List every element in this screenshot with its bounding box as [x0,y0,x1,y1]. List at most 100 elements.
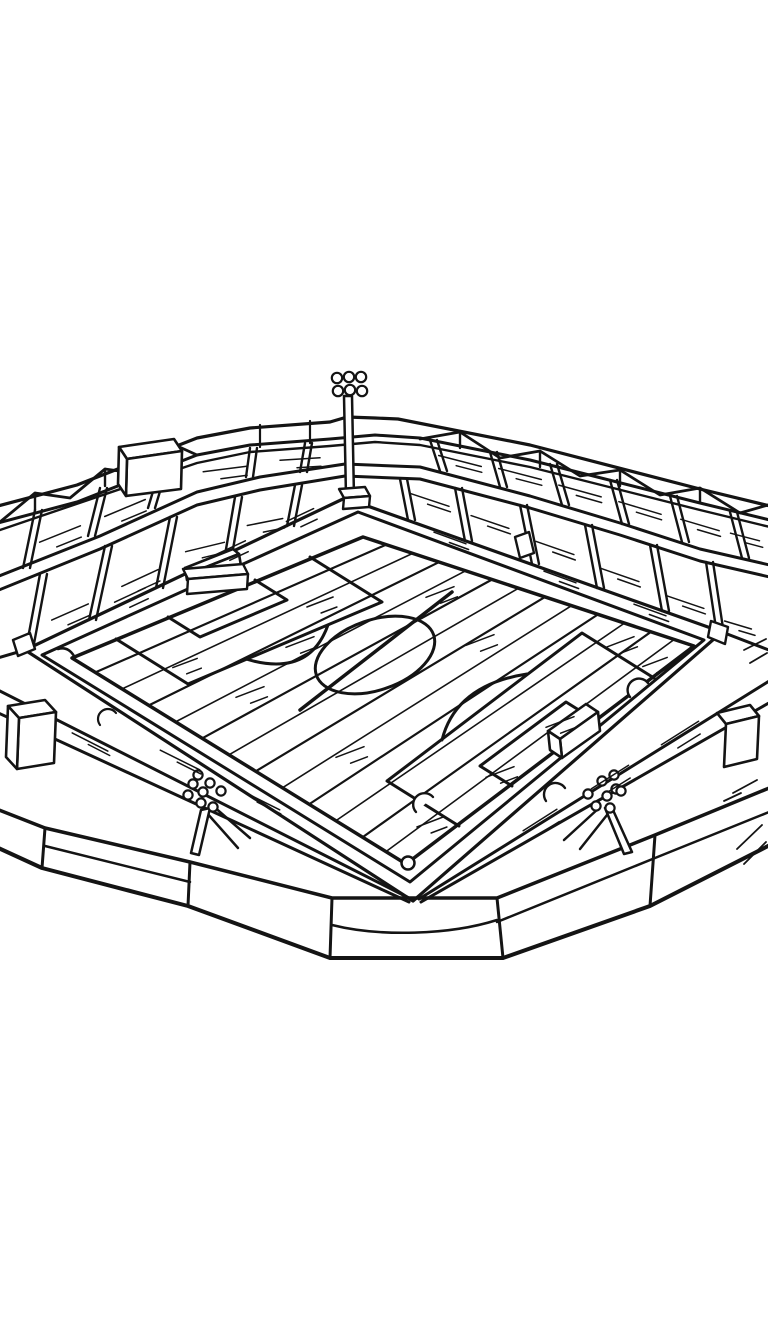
seating-rib [21,508,44,570]
seating-rib [86,486,109,538]
hatch-stroke [665,594,707,615]
floodlight-bulbs [182,769,227,813]
roof-back-band [0,440,768,532]
hatch-stroke [246,517,286,533]
walkway-slab-left [181,562,250,596]
floodlight-bulb [192,769,204,781]
hatch-marks [38,454,764,836]
walkway-band [0,474,768,592]
entrance-box-right [715,703,761,769]
floodlight-top [330,370,372,511]
goal-area-lines [166,578,289,639]
box-front-face [15,710,58,771]
floodlight-bulb [331,384,345,398]
mowing-stripe [308,613,600,806]
upper-tier-front-edge [0,462,768,578]
hatch-stroke [535,540,577,561]
floodlight-bulb [330,371,344,385]
floodlight-bulb [582,788,594,800]
seating-rib [453,486,474,543]
hatch-stroke [605,635,639,654]
floodlight-bulb [343,383,357,397]
box-front-face [722,714,761,769]
soccer-ball [400,855,416,871]
tunnel-dome [542,781,567,803]
roof-truss-ring [0,415,768,532]
scoreboard-side-face [116,445,129,498]
hatch-stroke [437,454,483,474]
wall-corner-seams [40,826,657,960]
seating-rib [244,446,259,479]
apron-outer-ring [23,496,724,903]
pitch-boundary [70,535,696,866]
floodlight-bulb [204,777,216,789]
mowing-stripe [94,543,388,674]
base-front-face [341,494,372,511]
hatch-stroke [50,603,91,626]
pitch-left-corner-notch [56,647,76,658]
hatch-stroke [239,789,282,815]
hatch-stroke [522,808,560,836]
mid-walkway-edge [0,474,768,592]
hatch-stroke [633,603,670,623]
floodlight-bulb [197,786,209,798]
hatch-stroke [113,587,149,609]
penalty-box-lines [114,555,384,686]
stray-sketch-lines [723,638,768,865]
apron-inner-ring [40,510,706,884]
tunnel-domes [96,677,650,814]
seating-rib [608,478,631,526]
hatch-stroke [618,500,663,521]
seating-rib [398,477,417,522]
roof-rim-outer-edge [0,415,768,508]
seating-rib [285,483,304,528]
hatch-stroke [235,685,269,704]
mowing-stripe [385,638,675,853]
scoreboard-panel [116,437,184,498]
grandstand-lower-tier [24,477,725,651]
mowing-stripe [201,578,494,740]
seating-rib [704,560,725,630]
gate-tab-upper-right [513,530,536,560]
hatch-stroke [159,749,202,775]
hatch-stroke [660,720,701,749]
floodlight-bulb [195,797,207,809]
hatch-stroke [558,484,603,504]
hatch-stroke [485,765,519,784]
hatch-stroke [285,507,318,528]
seating-rib [428,438,449,473]
goal-bottom-right [546,702,602,760]
hatch-stroke [465,633,499,652]
floodlight-bulbs [330,370,369,398]
center-circle [313,614,437,696]
goal-end-face [546,729,564,760]
wall-contour-lines [43,811,768,935]
hatch-stroke [279,457,322,469]
hatch-stroke [543,570,580,590]
floodlight-bulb [342,370,356,384]
upper-tier-ribs [21,438,751,570]
slab-front-face [185,572,250,596]
hatch-stroke [600,567,642,588]
seating-rib [648,543,671,613]
floodlight-bottom-left [182,769,252,857]
floodlight-pole [189,806,212,857]
floodlight-bulb [615,785,627,797]
box-side-face [4,704,21,771]
truss-posts-right [458,430,702,505]
penalty-area-top-left [114,555,384,686]
hatch-stroke [103,498,147,522]
floodlight-bulb [182,789,194,801]
seating-rib [668,494,691,544]
pole-base-slab [337,485,372,511]
hatch-stroke [38,525,83,548]
truss-zigzag-right [418,430,768,515]
hatch-stroke [416,816,448,834]
scoreboard-front-face [124,449,184,498]
mowing-stripe [281,604,573,789]
hatch-stroke [172,657,203,675]
mowing-stripe [254,595,547,773]
mowing-stripe [174,569,467,723]
seating-rib [87,544,114,622]
